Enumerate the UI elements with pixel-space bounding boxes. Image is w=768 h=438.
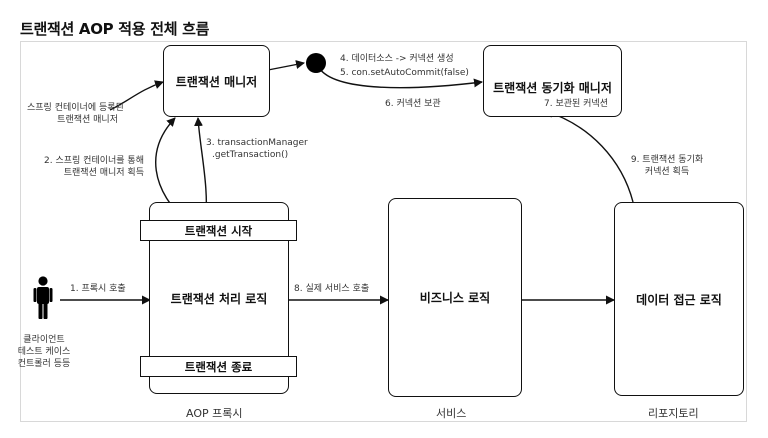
- step9-label: 9. 트랜잭션 동기화 커넥션 획득: [617, 154, 717, 178]
- step2-label-line: 트랜잭션 매니저 획득: [63, 168, 144, 178]
- step5-label: 5. con.setAutoCommit(false): [340, 68, 469, 78]
- step9-label-line: 9. 트랜잭션 동기화: [630, 155, 704, 165]
- step3-label: 3. transactionManager .getTransaction(): [206, 137, 308, 161]
- service-caption: 서비스: [436, 407, 467, 420]
- step6-label: 6. 커넥션 보관: [385, 99, 441, 109]
- business-logic-box: 비즈니스 로직: [388, 198, 522, 397]
- step3-label-line: .getTransaction(): [212, 150, 289, 160]
- repository-caption: 리포지토리: [648, 407, 699, 420]
- page-title: 트랜잭션 AOP 적용 전체 흐름: [20, 20, 210, 38]
- aop-proxy-caption: AOP 프록시: [186, 407, 243, 420]
- registered-manager-label: 스프링 컨테이너에 등록된 트랜잭션 매니저: [27, 102, 124, 126]
- step2-label: 2. 스프링 컨테이너를 통해 트랜잭션 매니저 획득: [40, 155, 144, 179]
- transaction-manager-box: 트랜잭션 매니저: [163, 45, 270, 117]
- arrow-keep-connection: [317, 65, 483, 89]
- step3-label-line: 3. transactionManager: [206, 138, 308, 148]
- registered-label-line: 스프링 컨테이너에 등록된: [27, 103, 124, 113]
- diagram-frame: [20, 41, 747, 422]
- data-access-logic-box: 데이터 접근 로직: [614, 202, 744, 396]
- client-label-line: 클라이언트: [23, 335, 65, 345]
- person-icon: [33, 276, 53, 319]
- step8-label: 8. 실제 서비스 호출: [294, 284, 370, 294]
- transaction-start-bar: 트랜잭션 시작: [140, 220, 297, 241]
- step9-label-line: 커넥션 획득: [644, 167, 690, 177]
- arrow-create-connection: [267, 60, 305, 71]
- step1-label: 1. 프록시 호출: [70, 284, 126, 294]
- step7-label: 7. 보관된 커넥션: [544, 99, 608, 109]
- registered-label-line: 트랜잭션 매니저: [57, 115, 118, 125]
- connection-dot-icon: [306, 53, 326, 73]
- step2-label-line: 2. 스프링 컨테이너를 통해: [44, 156, 144, 166]
- transaction-end-bar: 트랜잭션 종료: [140, 356, 297, 377]
- client-label: 클라이언트 테스트 케이스 컨트롤러 등등: [4, 334, 84, 370]
- transaction-sync-manager-box: 트랜잭션 동기화 매니저: [483, 45, 622, 117]
- step4-label: 4. 데이터소스 -> 커넥션 생성: [340, 54, 454, 64]
- arrow-registered: [109, 80, 164, 111]
- client-label-line: 컨트롤러 등등: [17, 359, 71, 369]
- client-label-line: 테스트 케이스: [17, 347, 71, 357]
